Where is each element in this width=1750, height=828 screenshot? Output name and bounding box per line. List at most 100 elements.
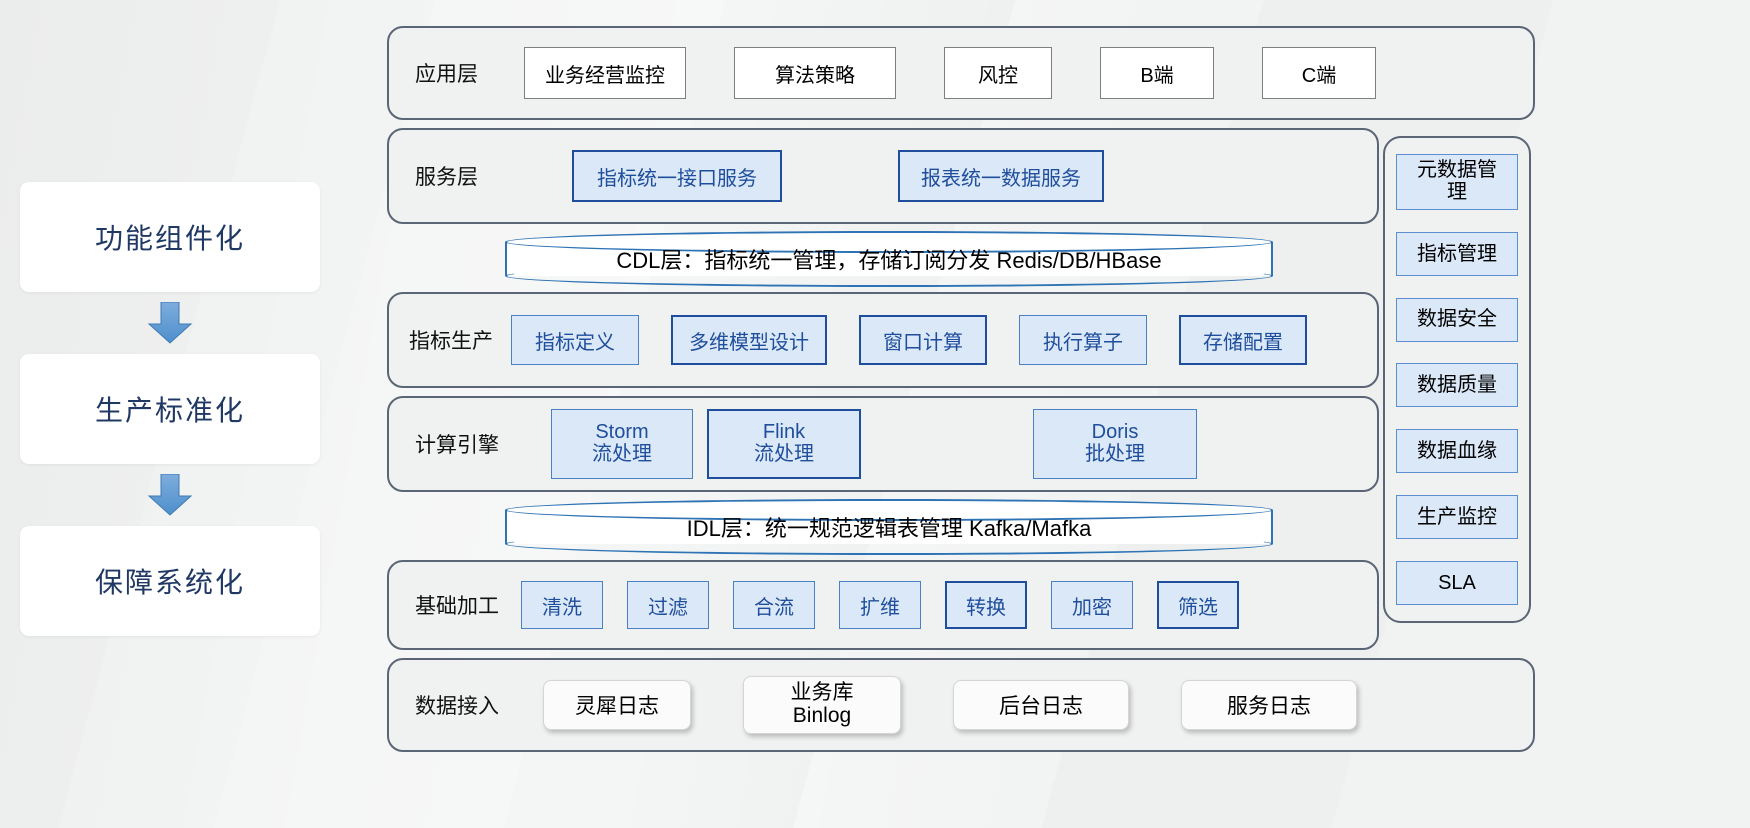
node-label: 指标定义 xyxy=(535,331,615,354)
node-label: 报表统一数据服务 xyxy=(921,167,1081,190)
app-node-risk-control[interactable]: 风控 xyxy=(944,47,1052,99)
node-label: 服务日志 xyxy=(1227,695,1311,718)
app-node-algorithm-strategy[interactable]: 算法策略 xyxy=(734,47,896,99)
pillar-card-2[interactable]: 生产标准化 xyxy=(20,354,320,464)
pillar-label-1: 功能组件化 xyxy=(94,223,245,254)
engine-node-doris[interactable]: Doris 批处理 xyxy=(1033,409,1197,479)
node-sublabel: 批处理 xyxy=(1085,443,1145,465)
basic-node-select[interactable]: 筛选 xyxy=(1157,581,1239,629)
cylinder-bottom-ellipse xyxy=(505,265,1273,287)
engine-node-flink[interactable]: Flink 流处理 xyxy=(707,409,861,479)
pillar-label-2: 生产标准化 xyxy=(94,395,245,426)
gov-item-label: 数据安全 xyxy=(1417,308,1497,331)
gov-item-label: 指标管理 xyxy=(1417,242,1497,265)
gov-item-production-monitoring[interactable]: 生产监控 xyxy=(1396,495,1518,540)
node-sublabel: 流处理 xyxy=(592,443,652,465)
cylinder-top-ellipse xyxy=(505,499,1273,521)
app-node-business-monitor[interactable]: 业务经营监控 xyxy=(524,47,686,99)
node-label: Storm xyxy=(595,421,649,444)
pillar-label-3: 保障系统化 xyxy=(94,567,245,598)
ingest-node-backend-log[interactable]: 后台日志 xyxy=(953,680,1129,730)
architecture-stack: 应用层 业务经营监控 算法策略 风控 B端 C端 服务层 指标统一接口服务 xyxy=(387,26,1727,810)
ingest-node-business-binlog[interactable]: 业务库 Binlog xyxy=(743,676,901,734)
metric-node-window-compute[interactable]: 窗口计算 xyxy=(859,315,987,365)
node-label: 多维模型设计 xyxy=(689,331,809,354)
basic-node-clean[interactable]: 清洗 xyxy=(521,581,603,629)
node-label: 过滤 xyxy=(648,596,688,619)
node-label: Doris xyxy=(1091,421,1139,444)
pillar-card-3[interactable]: 保障系统化 xyxy=(20,526,320,636)
node-sublabel: 流处理 xyxy=(754,443,814,465)
node-label: C端 xyxy=(1301,64,1337,87)
cylinder-cdl-label: CDL层：指标统一管理，存储订阅分发 Redis/DB/HBase xyxy=(616,248,1162,273)
layer-service: 服务层 指标统一接口服务 报表统一数据服务 xyxy=(387,128,1379,224)
layer-basic-processing: 基础加工 清洗 过滤 合流 扩维 转换 加密 筛选 xyxy=(387,560,1379,650)
gov-item-data-security[interactable]: 数据安全 xyxy=(1396,297,1518,342)
metric-node-definition[interactable]: 指标定义 xyxy=(511,315,639,365)
app-node-b-side[interactable]: B端 xyxy=(1100,47,1214,99)
gov-item-data-quality[interactable]: 数据质量 xyxy=(1396,363,1518,408)
layer-title-metric-production: 指标生产 xyxy=(409,330,493,353)
gov-item-label: 元数据管 理 xyxy=(1417,160,1497,203)
node-label: 存储配置 xyxy=(1203,331,1283,354)
layer-metric-production: 指标生产 指标定义 多维模型设计 窗口计算 执行算子 存储配置 xyxy=(387,292,1379,388)
basic-node-dimension-expand[interactable]: 扩维 xyxy=(839,581,921,629)
node-label: 灵犀日志 xyxy=(575,695,659,718)
node-label: 算法策略 xyxy=(775,64,855,87)
layer-application: 应用层 业务经营监控 算法策略 风控 B端 C端 xyxy=(387,26,1535,120)
gov-item-label: 数据质量 xyxy=(1417,374,1497,397)
node-label: 窗口计算 xyxy=(883,331,963,354)
governance-rail: 元数据管 理 指标管理 数据安全 数据质量 数据血缘 生产监控 SLA xyxy=(1383,136,1531,623)
metric-node-exec-operator[interactable]: 执行算子 xyxy=(1019,315,1147,365)
layer-title-application: 应用层 xyxy=(415,63,478,86)
pillar-card-1[interactable]: 功能组件化 xyxy=(20,182,320,292)
down-arrow-icon-2 xyxy=(147,474,193,516)
gov-item-sla[interactable]: SLA xyxy=(1396,560,1518,605)
metric-node-multidim-model[interactable]: 多维模型设计 xyxy=(671,315,827,365)
cylinder-bottom-ellipse xyxy=(505,533,1273,555)
gov-item-metadata-management[interactable]: 元数据管 理 xyxy=(1396,154,1518,210)
basic-node-encrypt[interactable]: 加密 xyxy=(1051,581,1133,629)
node-label: 风控 xyxy=(978,64,1018,87)
node-label: 筛选 xyxy=(1178,596,1218,619)
gov-label-line1: 元数据管 xyxy=(1417,159,1497,182)
basic-node-transform[interactable]: 转换 xyxy=(945,581,1027,629)
cylinder-idl-label: IDL层：统一规范逻辑表管理 Kafka/Mafka xyxy=(686,516,1092,541)
gov-item-label: 生产监控 xyxy=(1417,505,1497,528)
layer-compute-engine: 计算引擎 Storm 流处理 Flink 流处理 Doris 批处理 xyxy=(387,396,1379,492)
engine-node-storm[interactable]: Storm 流处理 xyxy=(551,409,693,479)
gov-label-line2: 理 xyxy=(1447,181,1467,203)
cylinder-top-ellipse xyxy=(505,231,1273,253)
node-label: 后台日志 xyxy=(999,695,1083,718)
layer-title-data-ingestion: 数据接入 xyxy=(415,695,499,718)
app-node-c-side[interactable]: C端 xyxy=(1262,47,1376,99)
cylinder-cdl[interactable]: CDL层：指标统一管理，存储订阅分发 Redis/DB/HBase xyxy=(505,231,1273,287)
gov-item-label: 数据血缘 xyxy=(1417,440,1497,463)
node-label: 扩维 xyxy=(860,596,900,619)
node-label: 业务库 xyxy=(790,681,854,705)
layer-title-service: 服务层 xyxy=(415,166,478,189)
cylinder-idl[interactable]: IDL层：统一规范逻辑表管理 Kafka/Mafka xyxy=(505,499,1273,555)
node-sublabel: Binlog xyxy=(792,704,852,727)
down-arrow-icon-1 xyxy=(147,302,193,344)
basic-node-merge[interactable]: 合流 xyxy=(733,581,815,629)
service-node-metric-api[interactable]: 指标统一接口服务 xyxy=(572,150,782,202)
service-node-report-data[interactable]: 报表统一数据服务 xyxy=(898,150,1104,202)
node-label: 合流 xyxy=(754,596,794,619)
metric-node-storage-config[interactable]: 存储配置 xyxy=(1179,315,1307,365)
basic-node-filter[interactable]: 过滤 xyxy=(627,581,709,629)
node-label: 转换 xyxy=(966,596,1006,619)
node-label: 清洗 xyxy=(542,596,582,619)
node-label: B端 xyxy=(1140,64,1174,87)
gov-item-data-lineage[interactable]: 数据血缘 xyxy=(1396,429,1518,474)
ingest-node-lingxi-log[interactable]: 灵犀日志 xyxy=(543,680,691,730)
ingest-node-service-log[interactable]: 服务日志 xyxy=(1181,680,1357,730)
node-label: 执行算子 xyxy=(1043,331,1123,354)
node-label: 业务经营监控 xyxy=(545,64,665,87)
layer-data-ingestion: 数据接入 灵犀日志 业务库 Binlog 后台日志 服务日志 xyxy=(387,658,1535,752)
node-label: 加密 xyxy=(1072,596,1112,619)
maturity-pillar-column: 功能组件化 生产标准化 保障系统化 xyxy=(20,182,320,636)
gov-item-label: SLA xyxy=(1438,571,1476,594)
gov-item-metric-management[interactable]: 指标管理 xyxy=(1396,231,1518,276)
layer-title-basic-processing: 基础加工 xyxy=(415,595,499,618)
